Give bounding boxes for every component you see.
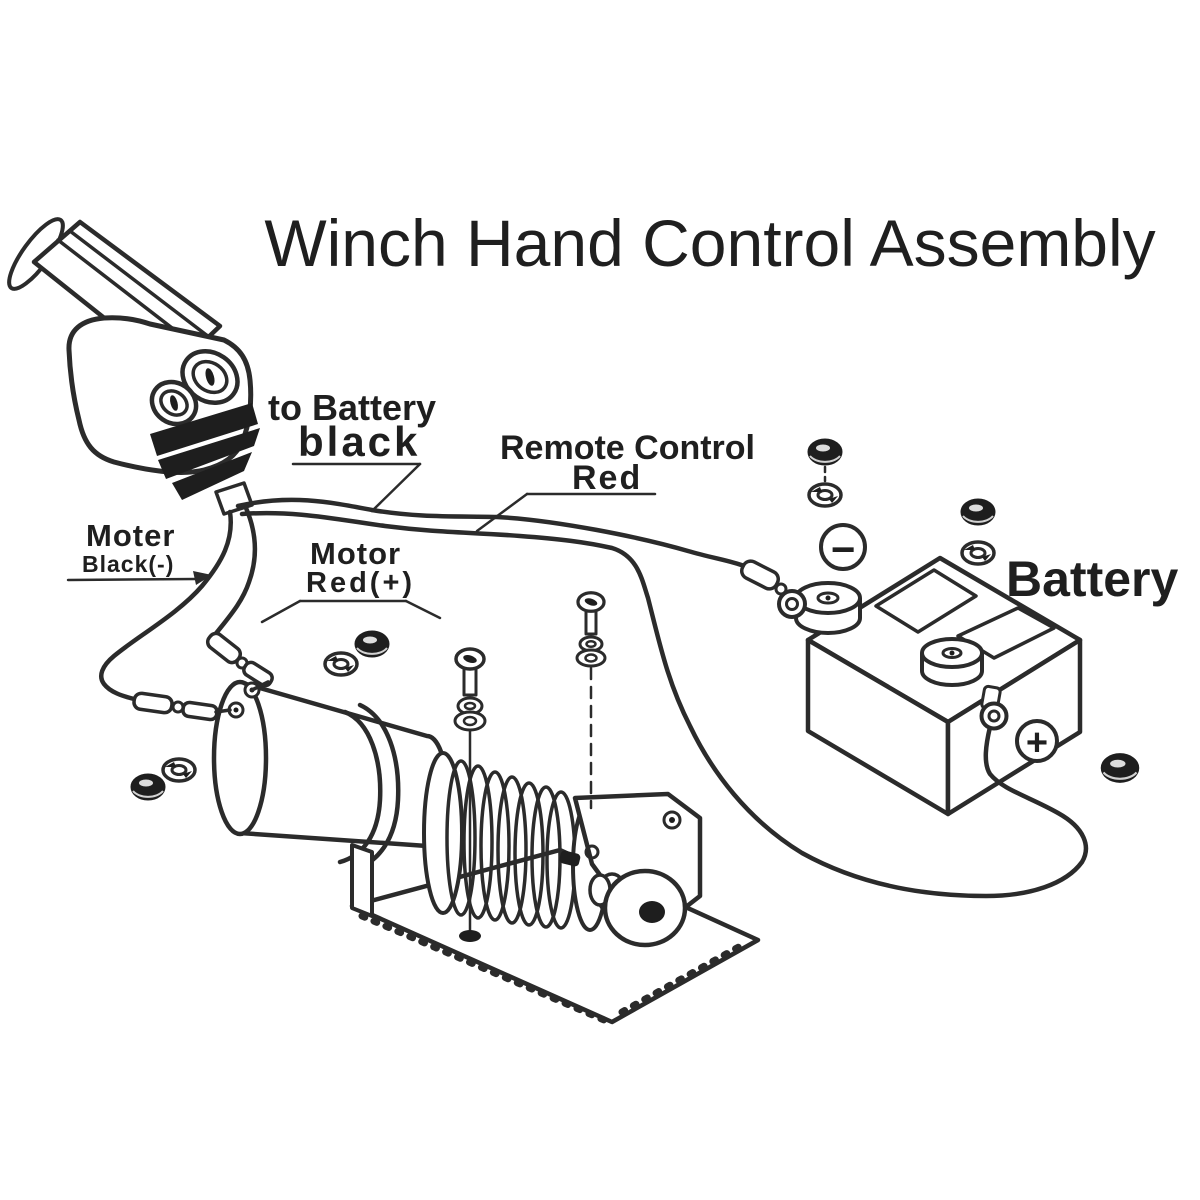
washer-nut [161, 757, 197, 783]
label-remote-control: Remote Control [500, 429, 755, 467]
winch-left-plate [350, 843, 374, 918]
minus-symbol: − [831, 526, 856, 573]
leader-arrowhead [193, 571, 212, 585]
leader-line [475, 492, 529, 533]
mounting-screw [453, 647, 487, 942]
washer-nut [323, 651, 359, 677]
mounting-screw-2 [575, 591, 607, 810]
battery-terminal-positive [920, 637, 984, 687]
positive-terminal-badge: + [1015, 719, 1059, 764]
drum-end-cap [588, 868, 688, 948]
bullet-connector-motor-red [205, 631, 274, 692]
winch-motor [211, 679, 450, 873]
callout-motor-black: Moter Black(-) [66, 518, 212, 585]
callout-motor-red: Motor Red(+) [260, 536, 442, 624]
label-to-battery: to Battery [268, 387, 436, 428]
callout-to-battery-black: to Battery black [268, 387, 436, 513]
label-red-positive: Red(+) [306, 567, 415, 599]
control-button-in [149, 379, 199, 427]
wire-motor-black [99, 509, 233, 702]
label-black-negative: Black(-) [82, 551, 174, 577]
negative-terminal-badge: − [819, 523, 867, 573]
hex-nut [960, 498, 996, 526]
battery-top-label-plate [874, 568, 978, 634]
base-plate-perforation-2 [618, 940, 748, 1016]
hex-nut [1100, 752, 1140, 784]
label-moter: Moter [86, 518, 175, 553]
hex-nut [130, 773, 166, 801]
shaft-hole [639, 901, 665, 923]
motor-support-band-2 [351, 702, 401, 873]
label-battery: Battery [1006, 551, 1178, 607]
leader-line-2 [404, 599, 442, 620]
winch-assembly [349, 751, 761, 1025]
ring-terminal-negative [777, 589, 807, 619]
plus-symbol: + [1026, 722, 1048, 764]
base-plate-perforation [358, 912, 608, 1024]
remote-hand-control [7, 217, 260, 516]
motor-body [237, 681, 450, 849]
callout-remote-control-red: Remote Control Red [475, 429, 755, 533]
mounting-hole [662, 810, 682, 830]
mounting-hole-2 [584, 844, 600, 860]
cable-anchor [559, 850, 581, 867]
battery-side-face [945, 637, 1083, 817]
hex-nut [807, 438, 843, 466]
bullet-connector-black [739, 559, 788, 596]
ring-terminal-positive [979, 684, 1009, 731]
washer-nut [807, 482, 843, 508]
diagram-title: Winch Hand Control Assembly [264, 206, 1155, 280]
underline [66, 577, 198, 582]
bullet-connector-motor-black [132, 691, 232, 722]
wire-motor-red [211, 505, 258, 639]
drum-flange-left [422, 751, 464, 915]
washer-nut [960, 540, 996, 566]
label-black: black [298, 418, 420, 465]
hex-nut [354, 630, 390, 658]
cable-drum [422, 751, 609, 932]
motor-end-cap [211, 679, 269, 837]
label-red: Red [572, 459, 642, 497]
wire-remote-red [239, 510, 1089, 899]
leader-line [260, 599, 302, 624]
label-motor: Motor [310, 536, 401, 571]
leader-line [370, 462, 422, 513]
